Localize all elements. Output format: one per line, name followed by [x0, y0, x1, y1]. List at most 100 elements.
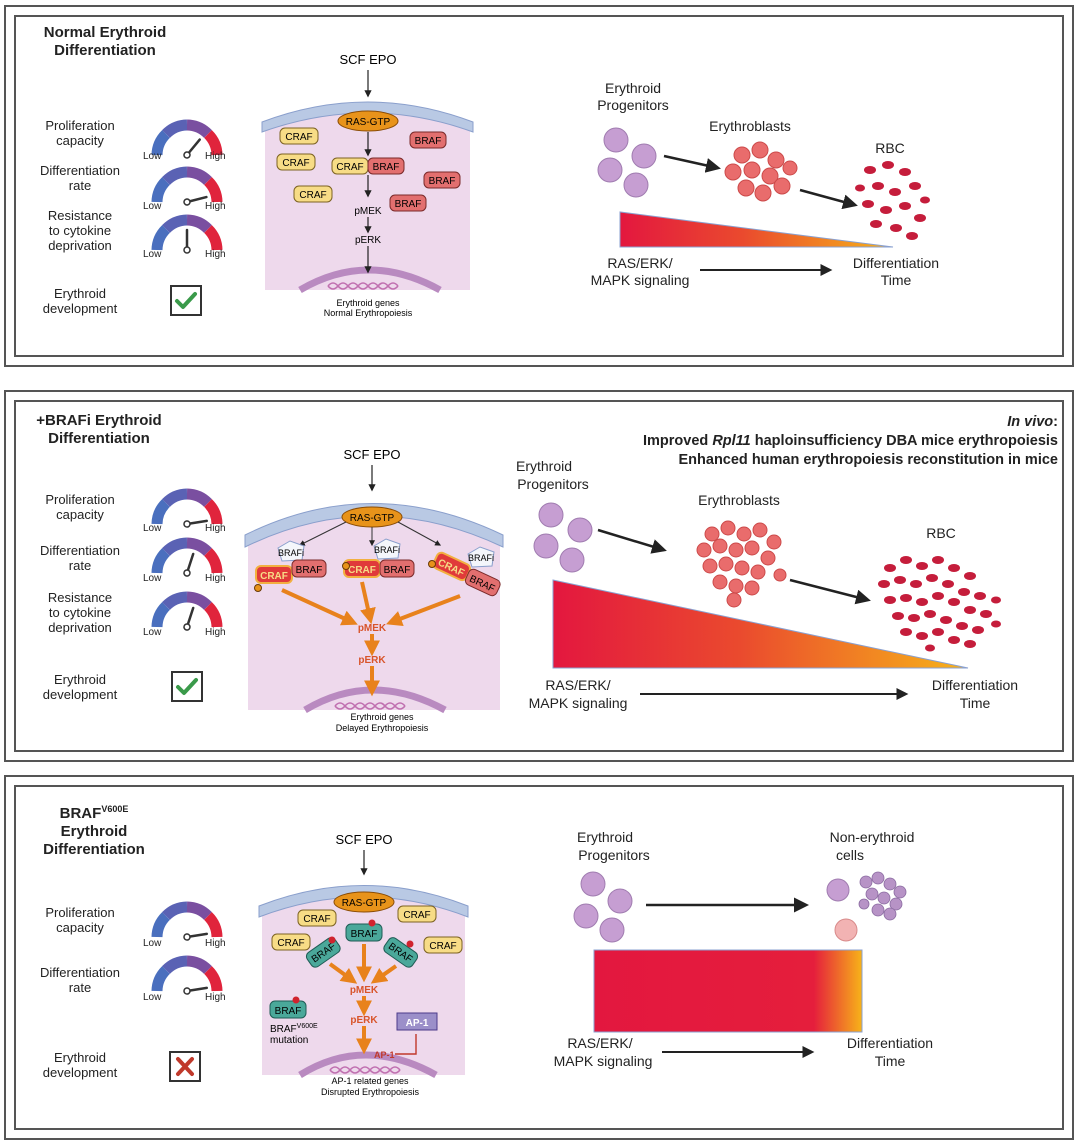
dev-line: development [42, 1065, 118, 1080]
craf-protein: CRAF [331, 157, 369, 175]
panel-v600e-frame [14, 785, 1064, 1130]
ligand-label: SCF EPO [339, 52, 396, 67]
progenitors-label: Progenitors [597, 97, 669, 113]
brafi-inhibitor: BRAFi [373, 538, 401, 560]
gauge-needle [183, 228, 191, 254]
ap1-box: AP-1 [396, 1012, 438, 1031]
metric-line: Proliferation [45, 492, 115, 507]
craf-active: CRAF [255, 565, 293, 584]
gauge-high-label: High [205, 523, 226, 534]
gauge [151, 488, 223, 528]
erythroblast-cells [696, 520, 787, 608]
metric-line: Proliferation [45, 118, 115, 133]
metric-line: rate [68, 178, 92, 193]
metric-label-differentiation-2: Differentiation rate [20, 543, 140, 573]
progenitors-label: Erythroid [605, 80, 661, 96]
metric-line: Resistance [47, 208, 113, 223]
perk-label: pERK [350, 1015, 378, 1026]
craf-protein: CRAF [271, 933, 311, 951]
time-label: Differentiation [932, 677, 1018, 693]
gauge-high-label: High [205, 992, 226, 1003]
gauge [151, 901, 223, 941]
metric-label-proliferation-3: Proliferation capacity [20, 905, 140, 935]
rbc-cells [855, 161, 930, 240]
progenitors-label: Progenitors [517, 476, 589, 492]
gauge-high-label: High [205, 151, 226, 162]
ligand-label: SCF EPO [335, 832, 392, 847]
gauge-low-label: Low [143, 992, 162, 1003]
rbc-label: RBC [926, 525, 956, 541]
panel-v600e-title-line2: Erythroid [60, 823, 128, 840]
panel-v600e-title-line1: BRAFV600E [24, 800, 164, 823]
gauge-needle [183, 519, 209, 528]
metric-label-resistance-2: Resistance to cytokine deprivation [20, 590, 140, 635]
metric-line: deprivation [48, 238, 112, 253]
cell-membrane [258, 885, 469, 918]
invivo-header: In vivo: [458, 413, 1058, 432]
svg-text:CRAF: CRAF [403, 910, 430, 921]
progenitor-cells [533, 502, 593, 573]
metric-line: capacity [56, 920, 104, 935]
craf-protein: CRAF [279, 127, 319, 145]
metric-line: to cytokine [48, 223, 112, 238]
check-icon [171, 671, 203, 702]
craf-protein: CRAF [293, 185, 333, 203]
pmek-label: pMEK [350, 985, 379, 996]
cell-membrane [244, 503, 504, 548]
pmek-label: pMEK [354, 206, 382, 217]
panel-brafi-title: +BRAFi Erythroid Differentiation [24, 412, 174, 448]
metric-line: capacity [56, 507, 104, 522]
erythroblast-cells [724, 141, 798, 202]
nucleus-membrane [298, 1051, 438, 1079]
progenitors-label: Erythroid [516, 458, 572, 474]
gauge [151, 955, 223, 995]
phospho-site [254, 560, 436, 592]
signal-arrows [328, 944, 398, 1055]
signal-arrows [281, 581, 461, 697]
dev-line: development [42, 687, 118, 702]
invivo-notes: In vivo: Improved Rpl11 haploinsufficien… [458, 413, 1058, 470]
ras-gtp: RAS-GTP [337, 110, 399, 132]
dev-line: development [42, 301, 118, 316]
mutation-word: mutation [270, 1035, 308, 1046]
svg-text:RAS-GTP: RAS-GTP [346, 117, 391, 128]
signaling-label: RAS/ERK/ [567, 1035, 632, 1051]
panel-normal [4, 5, 1074, 367]
time-label: Time [875, 1053, 906, 1069]
invivo-line2: Improved Rpl11 haploinsufficiency DBA mi… [458, 432, 1058, 451]
gauge-needle [183, 932, 209, 941]
dev-label-2: Erythroid development [20, 672, 140, 702]
signaling-label: MAPK signaling [554, 1053, 653, 1069]
svg-text:BRAF: BRAF [429, 176, 456, 187]
dev-line: Erythroid [53, 1050, 107, 1065]
braf-protein: BRAF [423, 171, 461, 189]
progenitors-label: Erythroid [577, 829, 633, 845]
gauge-low-label: Low [143, 627, 162, 638]
non-erythroid-label: Non-erythroid [830, 829, 915, 845]
braf-mutant-legend: BRAF [269, 996, 307, 1019]
craf-protein: CRAF [276, 153, 316, 171]
rbc-cells [878, 556, 1001, 652]
svg-text:RAS-GTP: RAS-GTP [350, 513, 395, 524]
svg-text:CRAF: CRAF [299, 190, 326, 201]
svg-text:CRAF: CRAF [277, 938, 304, 949]
dev-label-1: Erythroid development [20, 286, 140, 316]
check-icon [170, 285, 202, 316]
svg-text:BRAF: BRAF [275, 1006, 302, 1017]
metric-line: to cytokine [48, 605, 112, 620]
time-label: Differentiation [847, 1035, 933, 1051]
dna-icon [334, 702, 406, 710]
gauge-low-label: Low [143, 938, 162, 949]
panel-v600e-title-line3: Differentiation [43, 841, 145, 858]
svg-text:BRAF: BRAF [296, 565, 323, 576]
gauge-needle [183, 195, 208, 206]
panel-brafi-title-line1: +BRAFi Erythroid [36, 412, 162, 429]
title-braf: BRAF [59, 805, 102, 822]
mutation-label: BRAFV600E [270, 1023, 318, 1035]
genes-outcome-label: Delayed Erythropoiesis [336, 723, 429, 733]
gauge-needle [183, 986, 209, 995]
panel-brafi-frame [14, 400, 1064, 752]
gauge-low-label: Low [143, 151, 162, 162]
ras-gtp: RAS-GTP [333, 891, 395, 913]
